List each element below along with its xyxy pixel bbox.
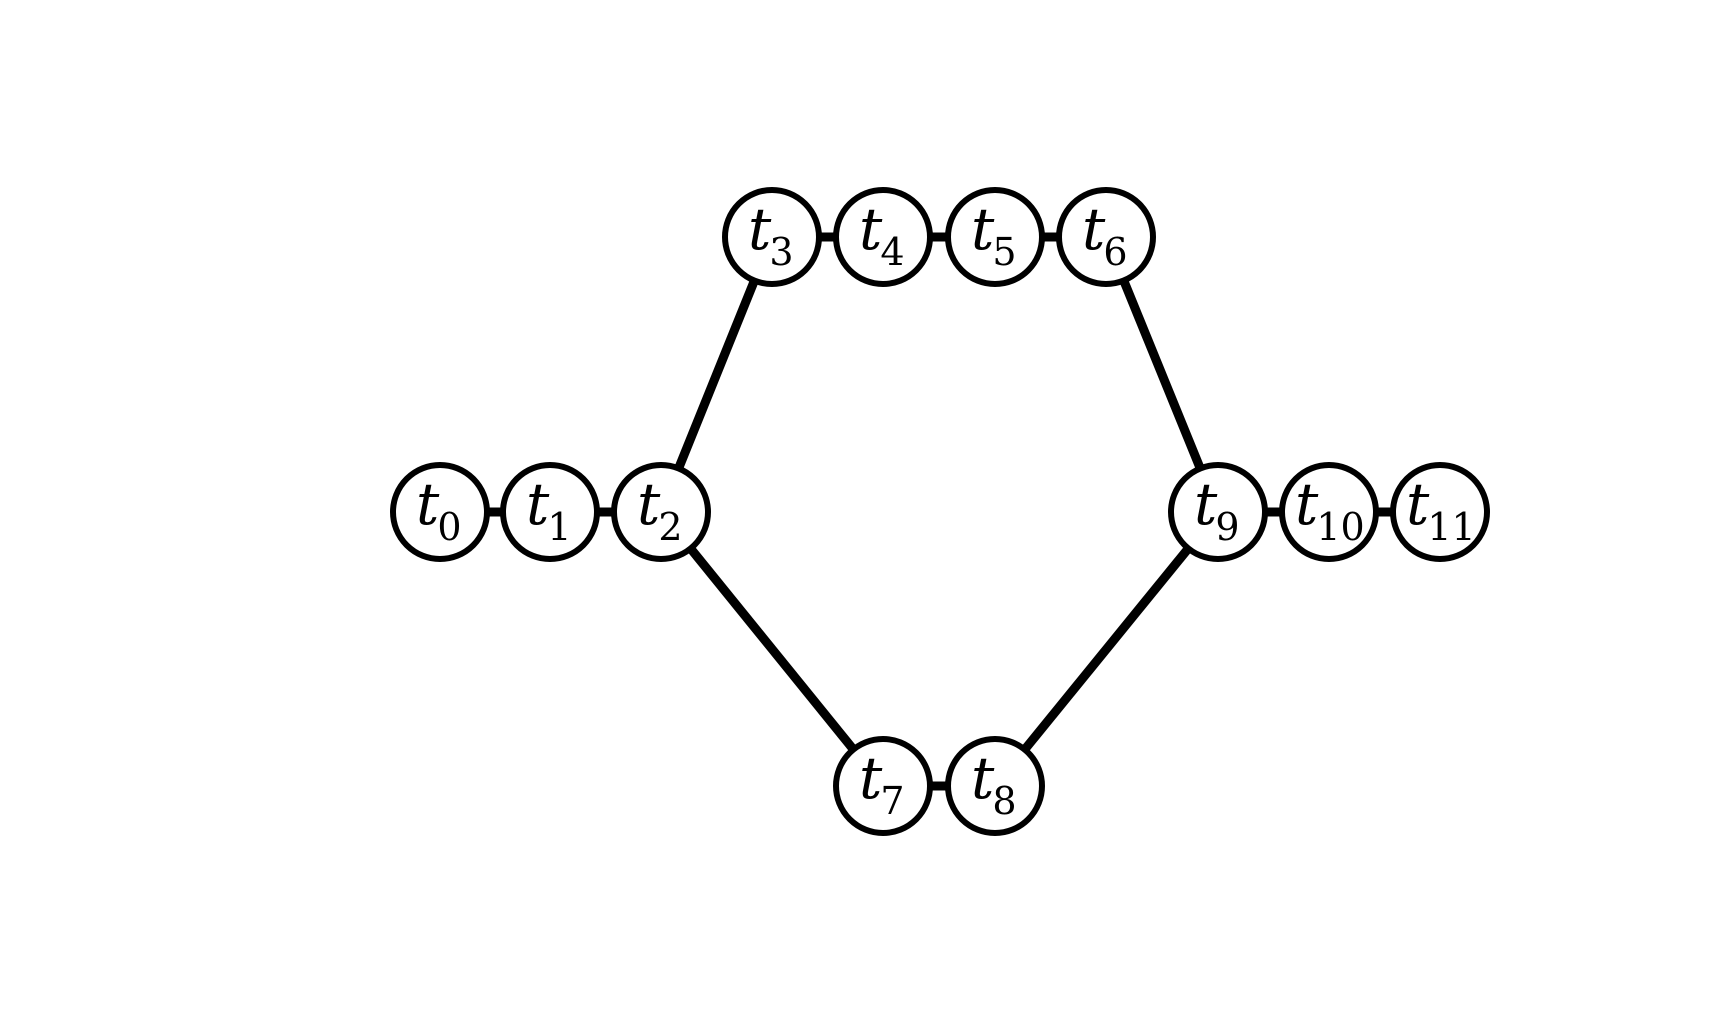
node-t9: t9: [1168, 462, 1268, 562]
node-label-variable: t: [971, 195, 995, 263]
node-label-variable: t: [971, 744, 995, 812]
node-label-subscript: 9: [1215, 505, 1239, 549]
node-label-subscript: 2: [658, 505, 682, 549]
node-circle: [1056, 187, 1156, 287]
node-label-variable: t: [526, 470, 550, 538]
node-t7: t7: [833, 736, 933, 836]
node-label-subscript: 3: [769, 230, 793, 274]
node-circle: [500, 462, 600, 562]
node-circle: [833, 736, 933, 836]
node-label: t10: [1295, 470, 1365, 549]
node-circle: [945, 187, 1045, 287]
node-label: t9: [1194, 470, 1240, 549]
node-label: t5: [971, 195, 1017, 274]
node-label-variable: t: [1082, 195, 1106, 263]
node-label-subscript: 5: [992, 230, 1016, 274]
node-circle: [1390, 462, 1490, 562]
node-circle: [833, 187, 933, 287]
edge-t8-t9: [991, 509, 1222, 789]
node-t5: t5: [945, 187, 1045, 287]
node-t10: t10: [1279, 462, 1379, 562]
node-label: t4: [859, 195, 905, 274]
node-label-variable: t: [859, 195, 883, 263]
node-t6: t6: [1056, 187, 1156, 287]
node-circle: [611, 462, 711, 562]
node-label-variable: t: [1406, 470, 1430, 538]
node-label: t11: [1406, 470, 1476, 549]
node-t8: t8: [945, 736, 1045, 836]
edge-t2-t7: [657, 509, 887, 789]
node-label-variable: t: [1295, 470, 1319, 538]
node-circle: [1168, 462, 1268, 562]
node-label-variable: t: [416, 470, 440, 538]
node-t0: t0: [390, 462, 490, 562]
node-label: t2: [637, 470, 683, 549]
node-label-subscript: 7: [880, 779, 904, 823]
node-label-subscript: 8: [992, 779, 1016, 823]
node-label-subscript: 4: [880, 230, 904, 274]
node-t1: t1: [500, 462, 600, 562]
node-label: t7: [859, 744, 905, 823]
node-label-variable: t: [859, 744, 883, 812]
node-label: t3: [748, 195, 794, 274]
node-circle: [1279, 462, 1379, 562]
node-label: t1: [526, 470, 572, 549]
node-label-subscript: 0: [437, 505, 461, 549]
node-label-variable: t: [1194, 470, 1218, 538]
node-label-variable: t: [748, 195, 772, 263]
node-circle: [390, 462, 490, 562]
node-label-variable: t: [637, 470, 661, 538]
node-label: t8: [971, 744, 1017, 823]
node-t11: t11: [1390, 462, 1490, 562]
node-label-subscript: 11: [1427, 505, 1475, 549]
node-t3: t3: [722, 187, 822, 287]
node-label-subscript: 10: [1316, 505, 1364, 549]
node-label-subscript: 1: [547, 505, 571, 549]
node-t4: t4: [833, 187, 933, 287]
node-circle: [945, 736, 1045, 836]
node-label: t0: [416, 470, 462, 549]
node-t2: t2: [611, 462, 711, 562]
node-label: t6: [1082, 195, 1128, 274]
node-label-subscript: 6: [1103, 230, 1127, 274]
node-circle: [722, 187, 822, 287]
